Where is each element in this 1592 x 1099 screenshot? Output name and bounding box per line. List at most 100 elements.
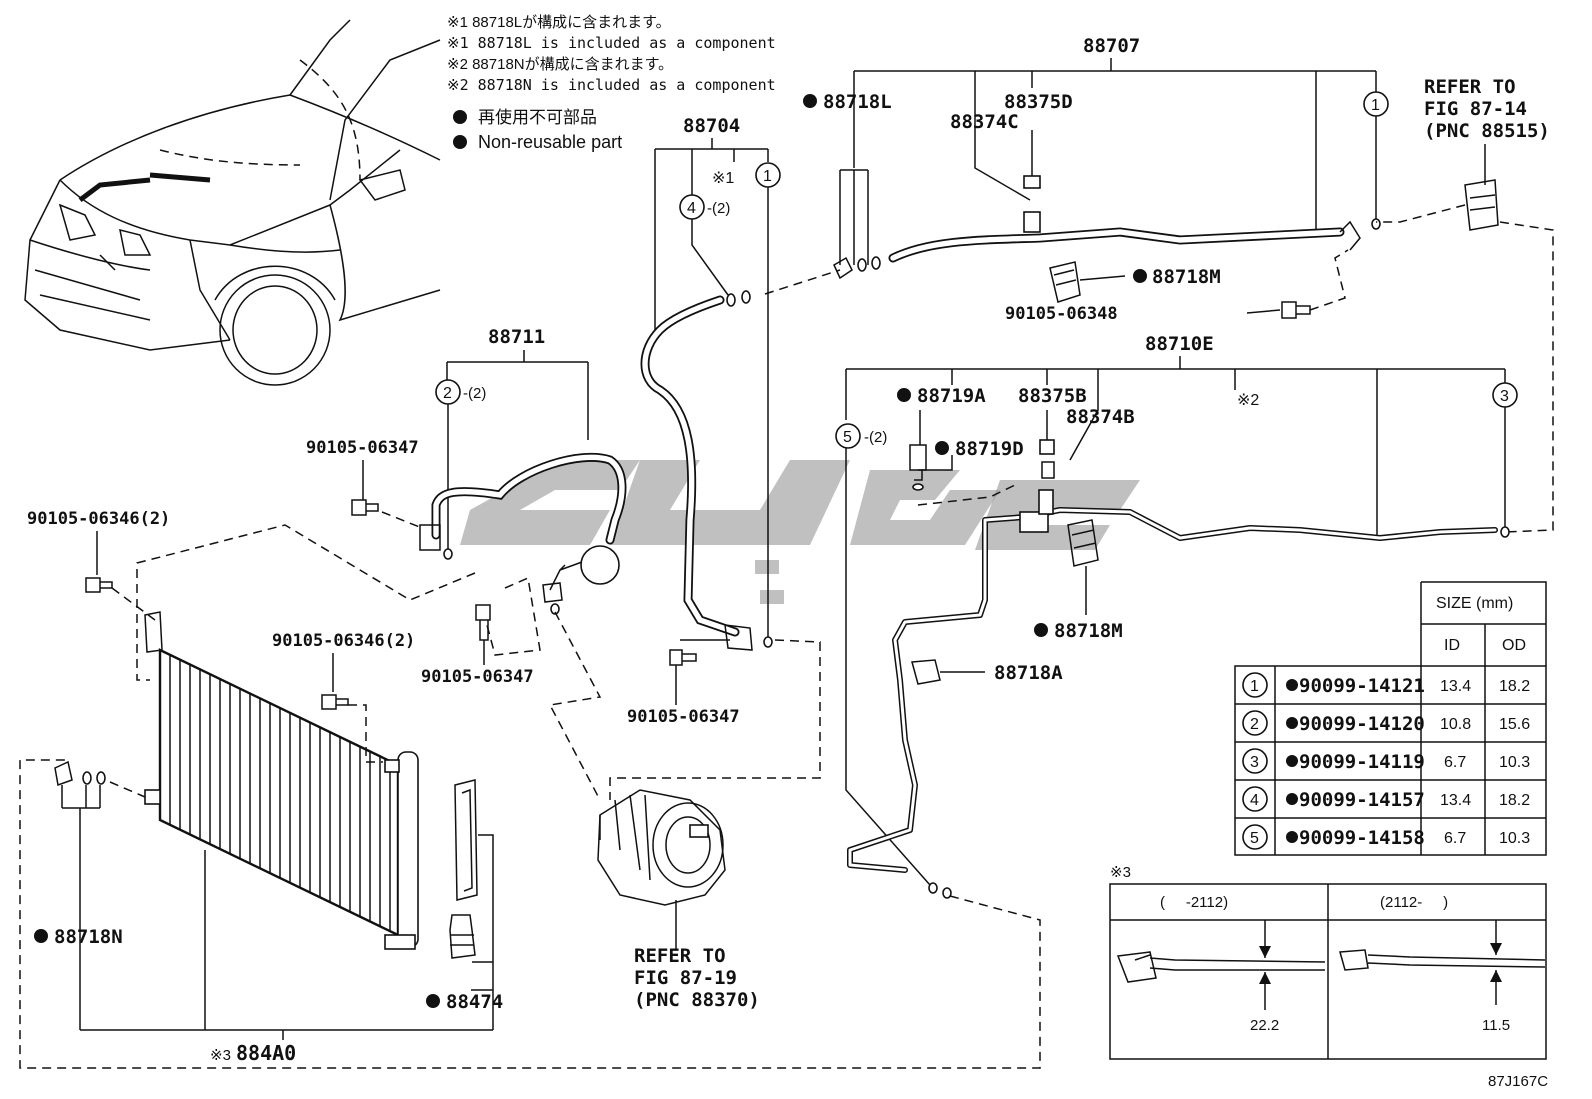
non-reusable-dot-icon [1286,717,1298,729]
o-ring-88719D [912,483,924,491]
valve-cap-88375B [1039,439,1055,455]
table-row-2-part: 90099-14120 [1299,713,1425,735]
callout-1-text: 1 [1371,97,1380,114]
pressure-switch-88515 [1464,179,1499,231]
table-row-3-no [1242,748,1268,774]
mark-1: ※1 [712,170,734,187]
note2-en: ※2 88718N is included as a component [447,76,776,94]
part-label-88474: 88474 [446,991,503,1013]
ref2-line3: (PNC 88370) [634,989,760,1011]
assembly-88710E: 88710E ※2 88719A 88375B 88374B 88719D 3 … [19,333,1518,1069]
ref1-line1: REFER TO [1424,76,1516,98]
col-id: ID [1444,637,1460,654]
part-label-88718M-mid: 88718M [1054,620,1123,642]
part-label-90105-06346-2-a: 90105-06346(2) [27,509,170,529]
fitting [384,934,416,950]
muffler-88711 [580,545,620,585]
part-label-88719A: 88719A [917,385,986,407]
part-label-88718L: 88718L [823,91,892,113]
connector [689,824,709,838]
table-row-3-od: 10.3 [1499,754,1530,771]
qty-4: -(2) [707,200,730,217]
bolt-90105-06347-b [475,604,491,641]
part-label-90105-06347-b: 90105-06347 [421,667,534,687]
part-label-88718M-top: 88718M [1152,266,1221,288]
callout-4-text: 4 [687,200,696,217]
o-ring [741,290,751,304]
table-row-2-no-text: 2 [1250,716,1259,733]
table-row-5-part: 90099-14158 [1299,827,1425,849]
seal-88474 [454,779,478,901]
table-row-3-id: 6.7 [1444,754,1466,771]
o-ring [763,636,773,648]
part-label-88374C: 88374C [950,111,1019,133]
non-reusable-dot-icon [1034,623,1048,637]
non-reusable-dot-icon [1286,755,1298,767]
valve-cap-88375D [1023,175,1041,189]
mark-3: ※3 [210,1047,231,1064]
qty-2: -(2) [463,385,486,402]
ref1-line3: (PNC 88515) [1424,120,1550,142]
o-ring [726,293,736,307]
note1-en: ※1 88718L is included as a component [447,34,776,52]
notes-block: ※1 88718Lが構成に含まれます。 ※1 88718L is include… [447,14,776,152]
fitting-88711-comp [542,582,563,603]
note1-jp: ※1 88718Lが構成に含まれます。 [447,14,671,31]
note2-jp: ※2 88718Nが構成に含まれます。 [447,56,673,73]
non-reusable-dot-icon [34,929,48,943]
callout-1-text: 1 [763,168,772,185]
table-row-5-no [1242,824,1268,850]
size-header: SIZE (mm) [1436,595,1513,612]
part-label-88719D: 88719D [955,438,1024,460]
callout-5-text: 5 [843,429,852,446]
non-reusable-dot-icon [897,388,911,402]
table-row-4-no-text: 4 [1250,792,1259,809]
ref2-line1: REFER TO [634,945,726,967]
part-label-90105-06347-c: 90105-06347 [627,707,740,727]
table-row-3-no-text: 3 [1250,754,1259,771]
detail-right-header: (2112- ) [1380,894,1448,911]
callout-3-text: 3 [1500,388,1509,405]
part-label-88375D: 88375D [1004,91,1073,113]
valve-core-88374B [1041,461,1055,479]
table-row-5-no-text: 5 [1250,830,1259,847]
fitting-88711-end [419,524,441,551]
o-ring [857,258,867,272]
bolt-90105-06346-b [321,694,349,710]
detail-mark: ※3 [1110,864,1131,881]
part-label-88718N: 88718N [54,926,123,948]
service-valve [1023,211,1041,233]
non-reusable-dot-icon [453,135,467,149]
callout-5 [835,423,861,449]
ref2-line2: FIG 87-19 [634,967,737,989]
bolt-90105-06348 [1281,301,1311,319]
clip-88718N [54,760,73,787]
table-row-1-no-text: 1 [1250,678,1259,695]
receiver-tank [397,751,419,948]
table-row-1-od: 18.2 [1499,678,1530,695]
non-reusable-dot-icon [453,110,467,124]
compressor: REFER TO FIG 87-19 (PNC 88370) [597,789,760,1011]
o-ring [1500,526,1510,538]
clip-88718L [833,256,853,280]
legend-jp: 再使用不可部品 [478,107,597,127]
non-reusable-dot-icon [803,94,817,108]
legend-en: Non-reusable part [478,132,622,152]
table-row-1-part: 90099-14121 [1299,675,1425,697]
watermark-logo [460,460,1140,604]
figure-code: 87J167C [1488,1073,1548,1090]
size-table: SIZE (mm) ID OD 1 90099-14121 13.4 18.2 … [1234,581,1547,856]
table-row-5-id: 6.7 [1444,830,1466,847]
part-label-88711: 88711 [488,326,545,348]
clamp-88718M-mid [1067,519,1099,567]
o-ring [942,887,952,899]
non-reusable-dot-icon [935,441,949,455]
part-label-88718A: 88718A [994,662,1063,684]
table-row-4-no [1242,786,1268,812]
condenser-884A0: 90105-06346(2) 90105-06346(2) 88718N 884… [27,509,503,1065]
detail-left-dim: 22.2 [1250,1017,1279,1034]
part-label-90105-06348: 90105-06348 [1005,304,1118,324]
sensor-88719A [909,444,927,481]
